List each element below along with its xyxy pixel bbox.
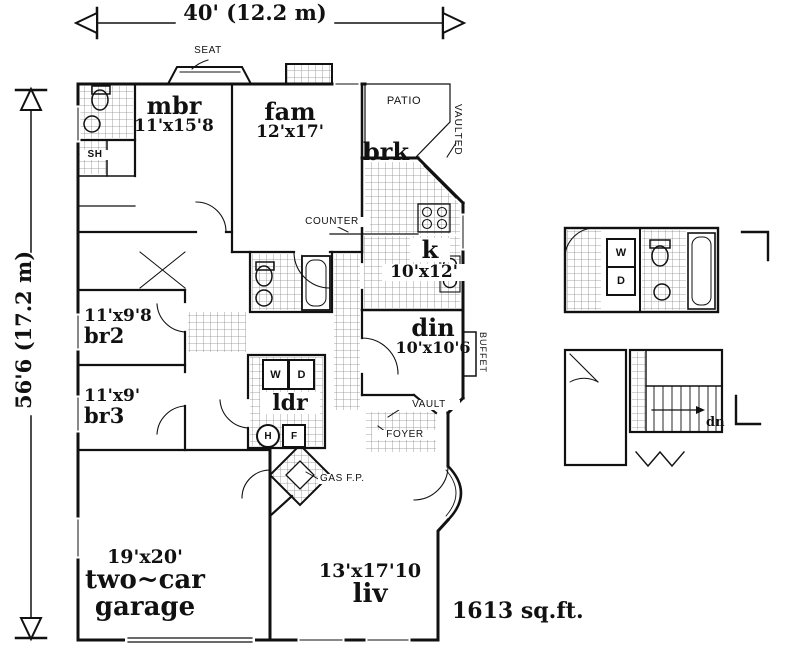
stairs-down-label: dn (706, 415, 725, 430)
br3-name: br3 (84, 403, 125, 429)
furnace-box: F (282, 424, 306, 448)
gas-fireplace-label: GAS F.P. (318, 473, 367, 485)
furnace-letter: F (290, 430, 298, 442)
br3-label: 11'x9' br3 (84, 386, 141, 429)
fam-label: fam 12'x17' (238, 97, 342, 143)
washer-letter: W (270, 368, 281, 381)
garage-size: 19'x20' (107, 546, 183, 568)
width-dimension-label: 40' (12.2 m) (183, 0, 327, 25)
garage-name-1: two~car (85, 565, 205, 596)
upper-dryer-box: D (606, 266, 636, 296)
water-heater-circle: H (256, 424, 280, 448)
din-name: din (411, 313, 455, 342)
ldr-label: ldr (260, 392, 320, 414)
upper-plan-walls (563, 226, 770, 468)
dryer-box: D (288, 359, 315, 390)
patio-label: PATIO (386, 95, 422, 107)
fam-fireplace (285, 63, 333, 85)
heater-letter: H (264, 430, 272, 442)
buffet-label: BUFFET (478, 332, 489, 373)
bay-window-seat (166, 59, 253, 86)
windows (75, 81, 466, 643)
shower-label: SH (80, 149, 110, 161)
height-dimension-label: 56'6 (17.2 m) (11, 250, 36, 409)
total-area-label: 1613 sq.ft. (452, 598, 584, 624)
fam-size: 12'x17' (256, 122, 324, 143)
kitchen-size: 10'x12' (382, 263, 466, 282)
bath-fixtures-main (83, 85, 331, 311)
patio-outline (364, 83, 451, 159)
buffet-niche (462, 331, 477, 377)
upper-washer-letter: W (615, 247, 627, 259)
upper-washer-box: W (606, 238, 636, 268)
interior-walls (76, 82, 465, 642)
left-dimension-line (14, 86, 48, 642)
vault-label: VAULT (398, 399, 460, 411)
garage-name-2: garage (94, 591, 196, 622)
liv-name: liv (352, 579, 388, 610)
liv-size: 13'x17'10 (318, 560, 422, 582)
br2-label: 11'x9'8 br2 (84, 306, 152, 349)
kitchen-name: k (410, 237, 450, 263)
fam-name: fam (264, 97, 316, 126)
seat-label: SEAT (194, 45, 222, 56)
mbr-size: 11'x15'8 (134, 116, 214, 137)
mbr-label: mbr 11'x15'8 (118, 91, 230, 137)
dryer-letter: D (297, 368, 306, 381)
counter-label: COUNTER (294, 216, 370, 228)
foyer-label: FOYER (372, 429, 438, 441)
gas-fireplace (268, 443, 332, 507)
din-size: 10'x10'6 (395, 338, 471, 358)
top-dimension-line (73, 6, 467, 40)
garage-label: 19'x20' two~car garage (60, 546, 230, 622)
brk-label: brk (362, 137, 410, 166)
vaulted-label: VAULTED (452, 104, 464, 156)
mbr-name: mbr (146, 91, 202, 120)
br2-size: 11'x9'8 (84, 306, 152, 326)
upper-dryer-letter: D (617, 275, 625, 287)
din-label: din 10'x10'6 (388, 313, 478, 358)
br3-size: 11'x9' (84, 386, 141, 406)
br2-name: br2 (84, 323, 125, 349)
washer-box: W (262, 359, 289, 390)
liv-label: 13'x17'10 liv (300, 560, 440, 610)
